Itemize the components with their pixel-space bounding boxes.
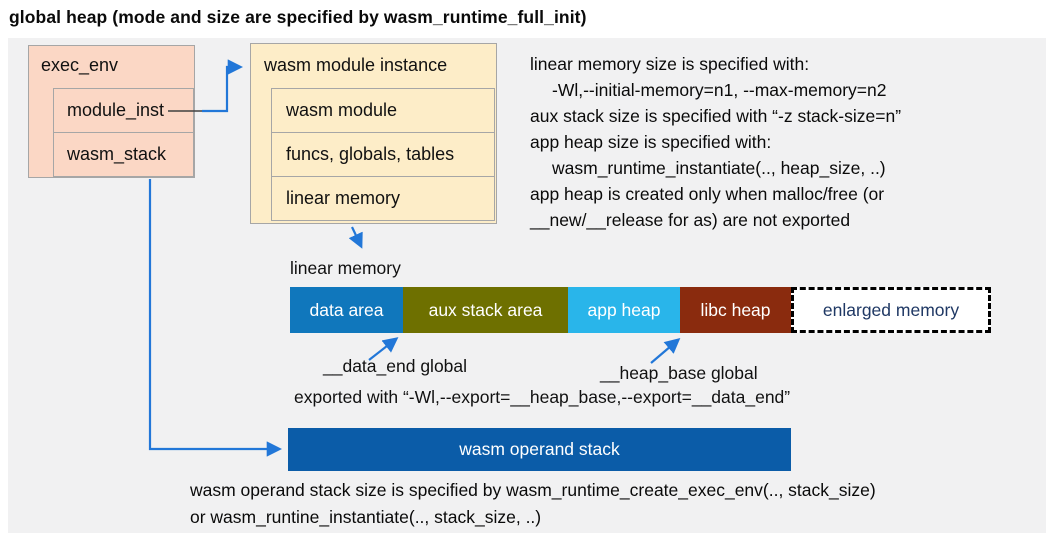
note-line: aux stack size is specified with “-z sta… [530,106,902,126]
exec-env-row-wasm-stack: wasm_stack [53,132,194,177]
notes-block: linear memory size is specified with: -W… [530,51,901,233]
note-line: linear memory size is specified with: [530,54,810,74]
module-instance-row-wasm-module: wasm module [271,88,495,133]
exec-env-header: exec_env [41,55,119,75]
note-line: __new/__release for as) are not exported [530,210,851,230]
module-instance-row-funcs-globals-tables: funcs, globals, tables [271,132,495,177]
note-line: -Wl,--initial-memory=n1, --max-memory=n2 [552,80,887,100]
page-title: global heap (mode and size are specified… [9,7,587,27]
exec-env-row-module-inst: module_inst [53,88,194,133]
footer-note: wasm operand stack size is specified by … [190,477,876,531]
footer-line: or wasm_runtine_instantiate(.., stack_si… [190,507,542,527]
note-line: wasm_runtime_instantiate(.., heap_size, … [552,158,886,178]
linear-memory-label: linear memory [290,258,401,278]
annotation-data-end-global: __data_end global [323,356,468,376]
operand-stack-bar: wasm operand stack [288,428,791,471]
module-instance-row-linear-memory: linear memory [271,176,495,221]
memory-segment-aux-stack-area: aux stack area [403,287,568,333]
module-instance-header: wasm module instance [264,55,448,75]
footer-line: wasm operand stack size is specified by … [190,480,876,500]
memory-segment-libc-heap: libc heap [680,287,791,333]
memory-segment-enlarged-memory: enlarged memory [791,287,991,333]
note-line: app heap is created only when malloc/fre… [530,184,885,204]
memory-segment-data-area: data area [290,287,403,333]
annotation-exported-flags: exported with “-Wl,--export=__heap_base,… [294,387,791,407]
annotation-heap-base-global: __heap_base global [600,363,758,383]
note-line: app heap size is specified with: [530,132,772,152]
memory-segment-app-heap: app heap [568,287,680,333]
